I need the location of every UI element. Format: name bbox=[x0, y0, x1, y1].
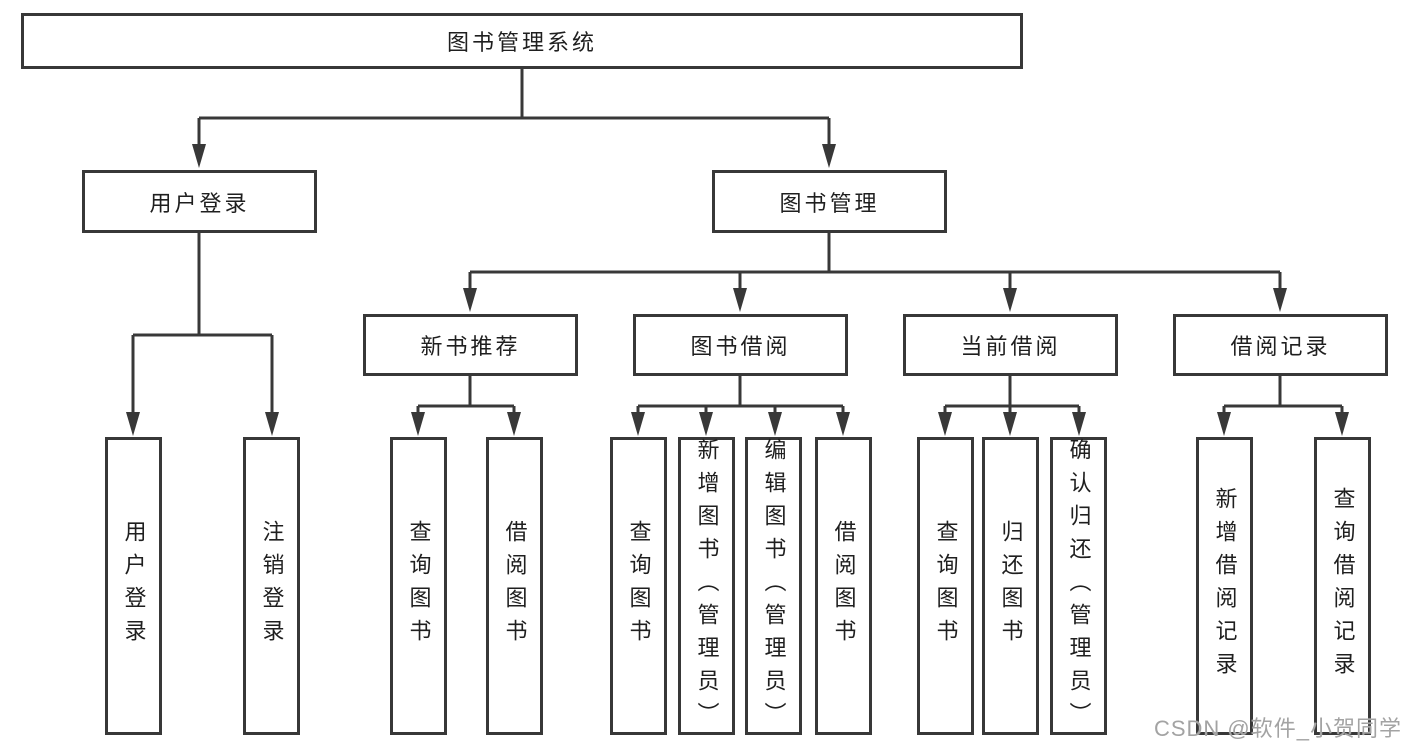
leaf-return-book: 归还图书 bbox=[982, 437, 1039, 735]
node-book-borrow: 图书借阅 bbox=[633, 314, 848, 376]
node-borrow-records: 借阅记录 bbox=[1173, 314, 1388, 376]
arrowheads bbox=[126, 144, 1349, 436]
node-book-borrow-label: 图书借阅 bbox=[690, 334, 791, 359]
leaf-user-login-label: 用户登录 bbox=[121, 520, 147, 652]
leaf-recommend-borrow-books-label: 借阅图书 bbox=[502, 520, 528, 652]
leaf-logout-label: 注销登录 bbox=[259, 520, 285, 652]
leaf-confirm-return-admin-label: 确认归还（管理员） bbox=[1066, 437, 1092, 735]
leaf-edit-book-admin: 编辑图书（管理员） bbox=[745, 437, 802, 735]
leaf-recommend-borrow-books: 借阅图书 bbox=[486, 437, 543, 735]
leaf-user-login: 用户登录 bbox=[105, 437, 162, 735]
node-book-management-label: 图书管理 bbox=[779, 190, 880, 216]
leaf-current-query-books-label: 查询图书 bbox=[933, 520, 959, 652]
node-current-borrow-label: 当前借阅 bbox=[960, 334, 1061, 359]
leaf-confirm-return-admin: 确认归还（管理员） bbox=[1050, 437, 1107, 735]
node-borrow-records-label: 借阅记录 bbox=[1230, 334, 1331, 359]
leaf-borrow-query-books: 查询图书 bbox=[610, 437, 667, 735]
node-book-management: 图书管理 bbox=[712, 170, 947, 233]
leaf-return-book-label: 归还图书 bbox=[998, 520, 1024, 652]
leaf-borrow-query-books-label: 查询图书 bbox=[626, 520, 652, 652]
leaf-borrow-borrow-books-label: 借阅图书 bbox=[831, 520, 857, 652]
node-root-label: 图书管理系统 bbox=[446, 30, 597, 55]
leaf-recommend-query-books-label: 查询图书 bbox=[406, 520, 432, 652]
leaf-add-book-admin-label: 新增图书（管理员） bbox=[694, 437, 720, 735]
leaf-recommend-query-books: 查询图书 bbox=[390, 437, 447, 735]
node-new-book-recommend: 新书推荐 bbox=[363, 314, 578, 376]
leaf-add-borrow-record: 新增借阅记录 bbox=[1196, 437, 1253, 735]
leaf-borrow-borrow-books: 借阅图书 bbox=[815, 437, 872, 735]
leaf-add-borrow-record-label: 新增借阅记录 bbox=[1212, 487, 1238, 685]
leaf-logout: 注销登录 bbox=[243, 437, 300, 735]
csdn-watermark: CSDN @软件_小贺同学 bbox=[1153, 716, 1402, 741]
node-user-login-label: 用户登录 bbox=[149, 190, 250, 216]
leaf-add-book-admin: 新增图书（管理员） bbox=[678, 437, 735, 735]
leaf-current-query-books: 查询图书 bbox=[917, 437, 974, 735]
node-new-book-recommend-label: 新书推荐 bbox=[420, 334, 521, 359]
node-current-borrow: 当前借阅 bbox=[903, 314, 1118, 376]
leaf-query-borrow-record: 查询借阅记录 bbox=[1314, 437, 1371, 735]
leaf-edit-book-admin-label: 编辑图书（管理员） bbox=[761, 437, 787, 735]
leaf-query-borrow-record-label: 查询借阅记录 bbox=[1330, 487, 1356, 685]
node-root: 图书管理系统 bbox=[21, 13, 1023, 69]
node-user-login: 用户登录 bbox=[82, 170, 317, 233]
